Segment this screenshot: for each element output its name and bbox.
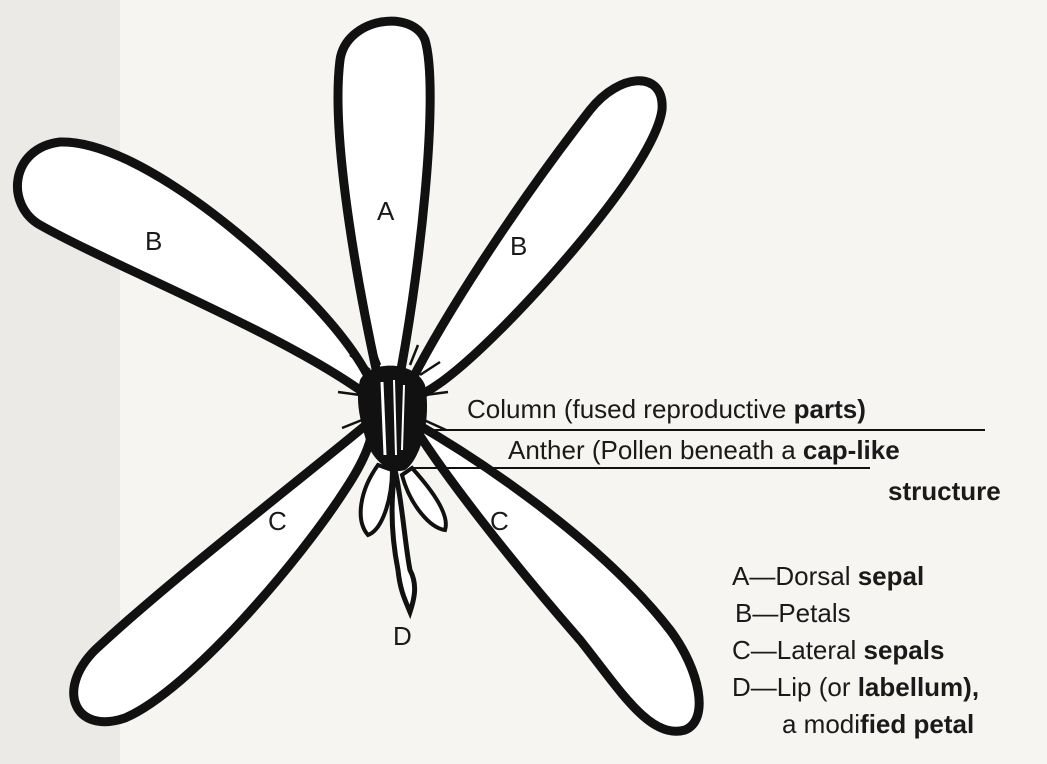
anther-callout-line2: structure: [888, 476, 1001, 506]
legend-item-d: D—Lip (or labellum),: [732, 672, 979, 702]
label-b-right: B: [510, 231, 527, 261]
petal-right: [402, 81, 662, 400]
anther-callout: Anther (Pollen beneath a cap-like: [508, 435, 900, 465]
label-d: D: [393, 621, 412, 651]
legend: A—Dorsal sepal B—Petals C—Lateral sepals…: [732, 561, 979, 739]
legend-item-c: C—Lateral sepals: [732, 635, 944, 665]
label-c-right: C: [490, 506, 509, 536]
legend-item-b: B—Petals: [735, 598, 851, 628]
lip-wing-left: [361, 465, 392, 535]
legend-item-a: A—Dorsal sepal: [732, 561, 924, 591]
column-callout-bold: parts): [794, 394, 866, 424]
lateral-sepal-right: [410, 420, 699, 731]
legend-item-d-line2: a modified petal: [782, 709, 974, 739]
anther-callout-text: Anther (Pollen beneath a: [508, 435, 803, 465]
label-a: A: [377, 196, 395, 226]
anther-callout-bold: cap-like: [803, 435, 900, 465]
column-callout-text: Column (fused reproductive: [467, 394, 794, 424]
label-b-left: B: [145, 226, 162, 256]
label-c-left: C: [268, 506, 287, 536]
column-callout: Column (fused reproductive parts): [467, 394, 866, 424]
lip-wing-right: [402, 468, 446, 530]
